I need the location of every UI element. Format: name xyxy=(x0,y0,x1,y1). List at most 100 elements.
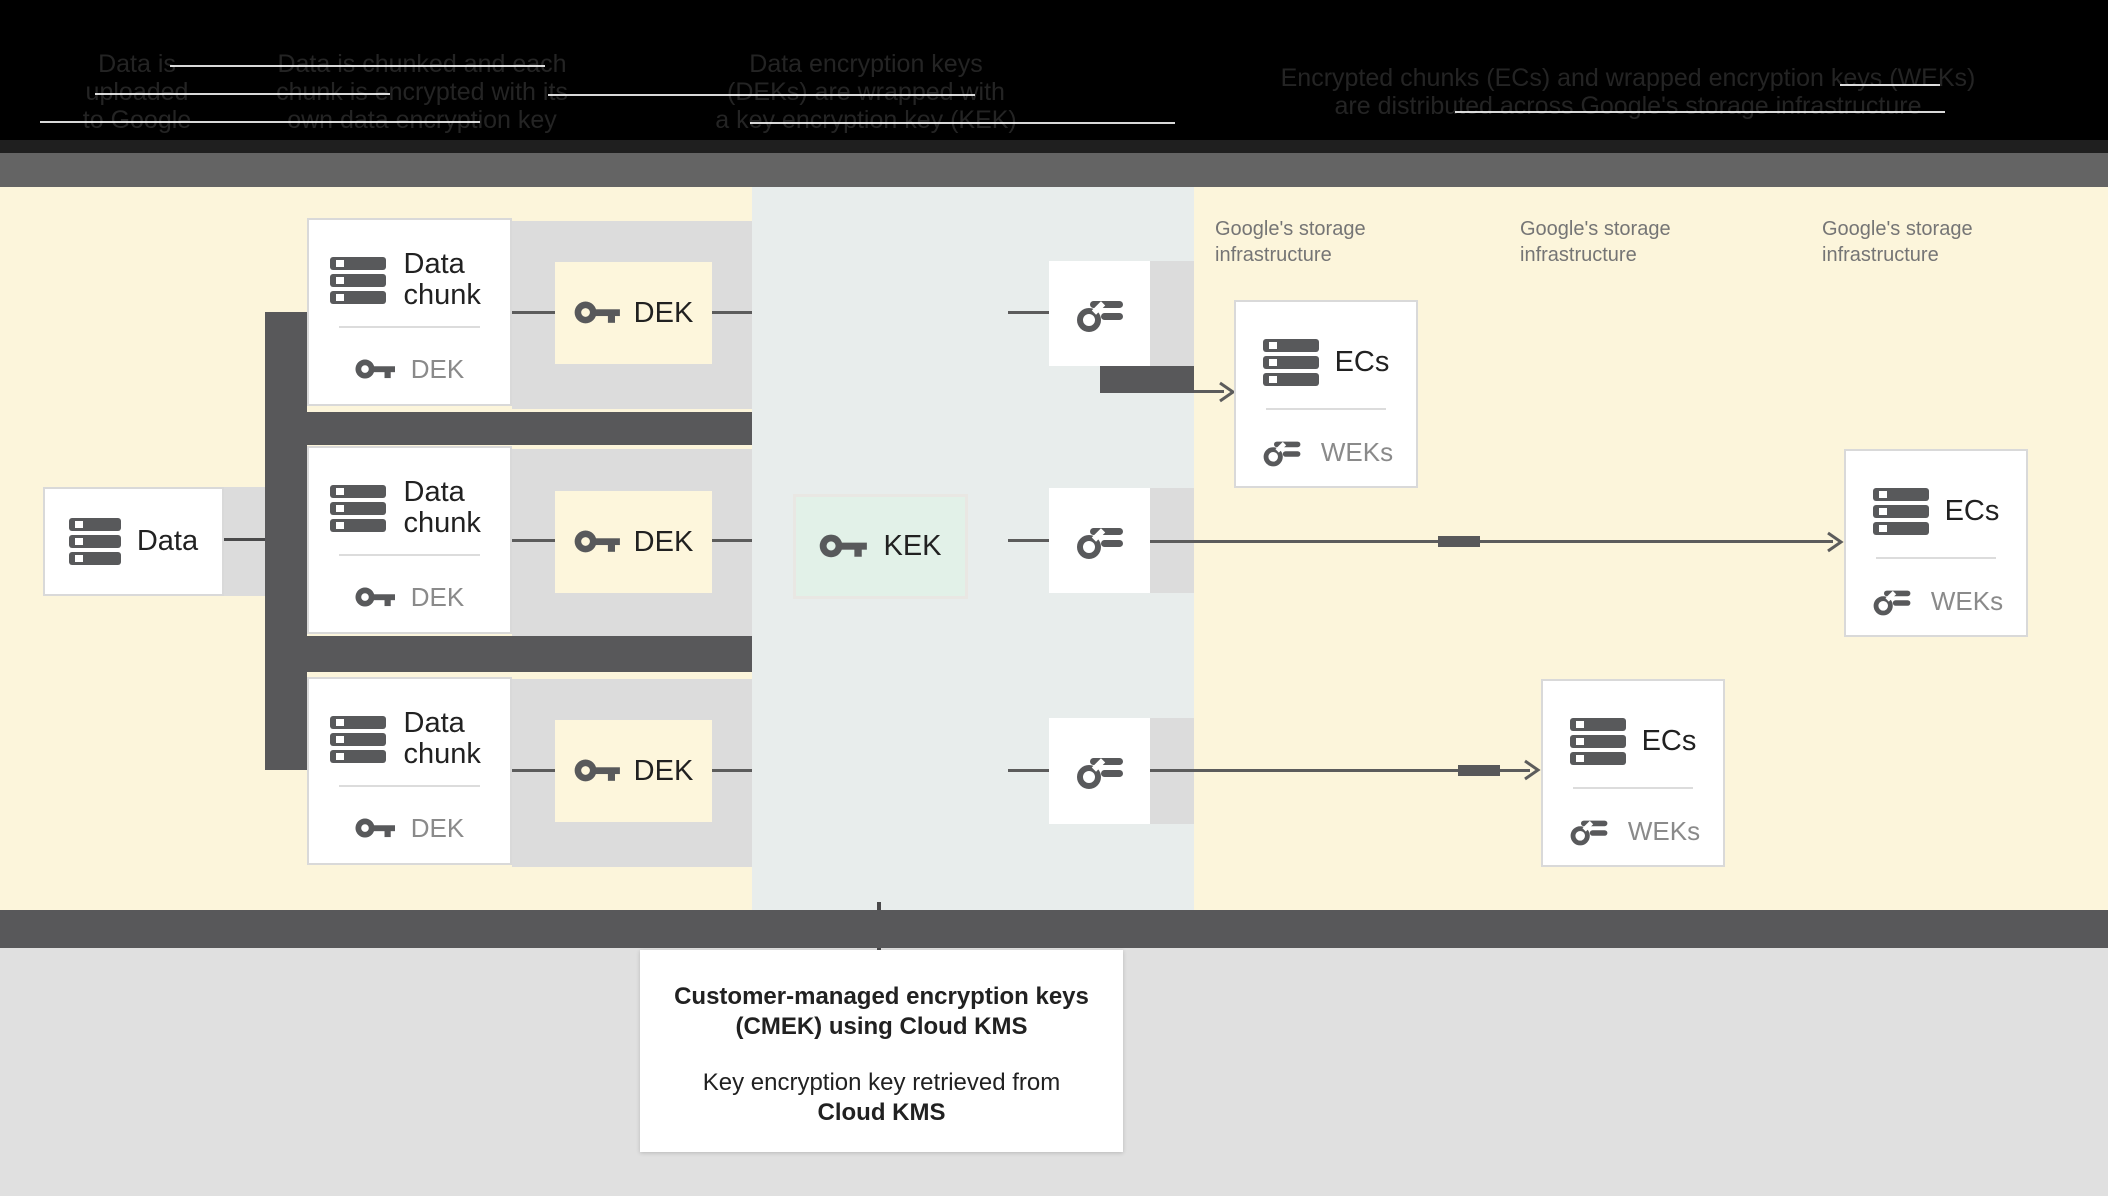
fork-band-1 xyxy=(265,412,752,445)
header-step-2-caption: Data is chunked and each chunk is encryp… xyxy=(262,50,582,134)
data-chunk-label: Data chunk xyxy=(403,707,481,770)
header-streak xyxy=(1840,84,1940,86)
keybox-panel xyxy=(1150,261,1194,366)
wrapped-key-dash xyxy=(1438,536,1480,547)
weks-label: WEKs xyxy=(1627,815,1701,846)
wrapped-key-dash xyxy=(1458,765,1500,776)
arrowhead-icon xyxy=(1524,759,1541,781)
data-chunk-card: Data chunk DEK xyxy=(307,677,512,865)
arrow-line-2 xyxy=(1150,540,1833,543)
legend-title-line-2: (CMEK) using Cloud KMS xyxy=(735,1013,1028,1040)
header-step-2-line-1: Data is chunked and each xyxy=(277,50,567,78)
data-card: Data xyxy=(43,487,224,596)
card-divider xyxy=(339,554,480,556)
legend-title-line-1: Customer-managed encryption keys xyxy=(674,983,1089,1010)
kek-keybox-line xyxy=(1008,539,1049,542)
arrow-line-3 xyxy=(1150,769,1530,772)
header-step-1-line-1: Data is xyxy=(98,50,176,78)
key-icon xyxy=(1076,294,1123,334)
dek-chip: DEK xyxy=(555,262,712,364)
header-step-3-line-3: a key encryption key (KEK) xyxy=(715,106,1017,134)
fork-trunk xyxy=(265,312,307,770)
key-icon xyxy=(574,530,620,554)
arrowhead-icon xyxy=(1827,531,1844,553)
header-step-3-caption: Data encryption keys (DEKs) are wrapped … xyxy=(706,50,1026,134)
wrapping-key-box xyxy=(1049,718,1150,824)
header-streak xyxy=(170,65,545,67)
dek-label: DEK xyxy=(410,354,465,384)
header-step-4-caption: Encrypted chunks (ECs) and wrapped encry… xyxy=(1268,64,1988,120)
data-chunk-label: Data chunk xyxy=(403,476,481,539)
database-icon xyxy=(329,715,386,763)
encrypted-chunks-box: ECs WEKs xyxy=(1844,449,2028,637)
header-step-4-line-1: Encrypted chunks (ECs) and wrapped encry… xyxy=(1280,64,1976,92)
header-step-1-line-2: uploaded xyxy=(85,78,189,106)
card-divider xyxy=(1573,787,1693,789)
dek-chip: DEK xyxy=(555,720,712,822)
key-icon xyxy=(355,818,395,839)
header-streak xyxy=(548,94,975,96)
ecs-label: ECs xyxy=(1641,724,1697,757)
key-icon xyxy=(819,534,868,559)
database-icon xyxy=(1569,717,1626,765)
database-icon xyxy=(1872,487,1929,535)
wrapped-key-bar xyxy=(1100,366,1194,393)
header-step-3-line-2: (DEKs) are wrapped with xyxy=(727,78,1005,106)
data-connector-panel xyxy=(224,487,265,596)
key-icon xyxy=(1873,585,1911,617)
key-icon xyxy=(1570,815,1608,847)
database-icon xyxy=(68,518,121,565)
key-icon xyxy=(1076,751,1123,791)
header-step-4-line-2: are distributed across Google's storage … xyxy=(1334,92,1922,120)
dek-chip-label: DEK xyxy=(633,296,694,329)
header-step-2-line-3: own data encryption key xyxy=(287,106,557,134)
card-divider xyxy=(1266,408,1386,410)
data-chunk-card: Data chunk DEK xyxy=(307,218,512,406)
header-streak xyxy=(95,93,390,95)
header-streak xyxy=(750,122,1175,124)
weks-label: WEKs xyxy=(1320,436,1394,467)
card-divider xyxy=(339,326,480,328)
key-icon xyxy=(1076,521,1123,561)
fork-band-2 xyxy=(265,636,752,672)
header-black-background xyxy=(0,0,2108,140)
kek-label: KEK xyxy=(883,530,942,562)
key-icon xyxy=(355,587,395,608)
dek-chip-label: DEK xyxy=(633,525,694,558)
key-icon xyxy=(355,359,395,380)
kek-box: KEK xyxy=(793,494,968,599)
ecs-label: ECs xyxy=(1944,494,2000,527)
arrowhead-icon xyxy=(1219,381,1236,403)
legend-body-line-1: Key encryption key retrieved from xyxy=(702,1069,1061,1096)
wrapping-key-box xyxy=(1049,488,1150,593)
dek-label: DEK xyxy=(410,582,465,612)
storage-infrastructure-label: Google's storage infrastructure xyxy=(1822,218,1973,266)
data-card-label: Data xyxy=(136,525,199,557)
database-icon xyxy=(329,484,386,532)
card-divider xyxy=(1876,557,1996,559)
dek-chip: DEK xyxy=(555,491,712,593)
header-step-2-line-2: chunk is encrypted with its xyxy=(276,78,568,106)
weks-label: WEKs xyxy=(1930,585,2004,616)
database-icon xyxy=(329,256,386,304)
key-icon xyxy=(1263,436,1301,468)
wrapping-key-box xyxy=(1049,261,1150,366)
key-icon xyxy=(574,759,620,783)
bottom-dark-band xyxy=(0,910,2108,948)
storage-infrastructure-label: Google's storage infrastructure xyxy=(1215,218,1366,266)
card-divider xyxy=(339,785,480,787)
header-gray-band xyxy=(0,153,2108,187)
data-connector-line xyxy=(224,538,267,541)
storage-infrastructure-label: Google's storage infrastructure xyxy=(1520,218,1671,266)
arrow-line-1 xyxy=(1194,390,1224,393)
header-streak xyxy=(40,121,480,123)
header-step-3-line-1: Data encryption keys xyxy=(749,50,983,78)
dek-chip-label: DEK xyxy=(633,754,694,787)
ecs-label: ECs xyxy=(1334,345,1390,378)
database-icon xyxy=(1262,338,1319,386)
header-step-1-line-3: to Google xyxy=(82,106,192,134)
data-chunk-card: Data chunk DEK xyxy=(307,446,512,634)
dek-label: DEK xyxy=(410,813,465,843)
cmek-legend-box: Customer-managed encryption keys (CMEK) … xyxy=(640,950,1123,1152)
